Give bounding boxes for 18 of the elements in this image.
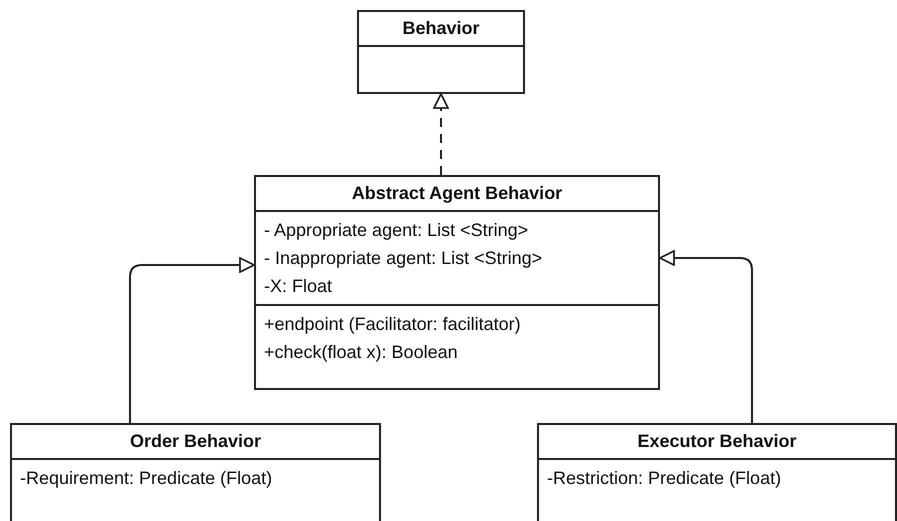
inheritance-arrow — [129, 257, 255, 423]
method-text: +check(float x): Boolean — [264, 341, 458, 364]
attribute-text: - Appropriate agent: List <String> — [264, 219, 528, 242]
attribute-text: -Requirement: Predicate (Float) — [20, 467, 272, 490]
class-name: Abstract Agent Behavior — [256, 177, 658, 212]
class-box — [357, 10, 525, 94]
realization-arrow — [433, 93, 449, 175]
inheritance-arrow — [659, 250, 753, 423]
class-name: Behavior — [359, 12, 523, 47]
class-name: Executor Behavior — [539, 425, 895, 460]
class-name: Order Behavior — [12, 425, 379, 460]
method-text: +endpoint (Facilitator: facilitator) — [264, 313, 521, 336]
attribute-text: -X: Float — [264, 275, 332, 298]
attribute-text: -Restriction: Predicate (Float) — [547, 467, 782, 490]
class-box — [537, 423, 897, 521]
class-box — [10, 423, 381, 521]
attribute-text: - Inappropriate agent: List <String> — [264, 247, 542, 270]
class-box — [254, 175, 660, 390]
